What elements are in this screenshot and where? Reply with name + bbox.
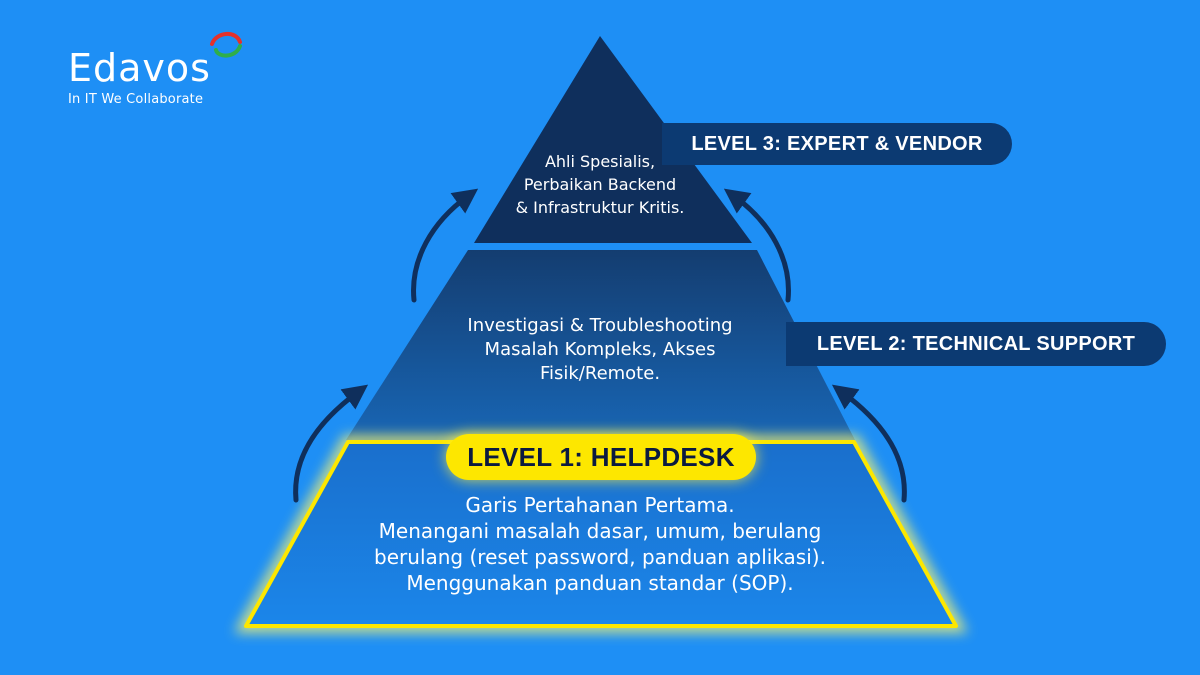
- company-logo: Edavos In IT We Collaborate: [68, 32, 242, 107]
- logo-wordmark: Edavos: [68, 46, 211, 90]
- description-line: Perbaikan Backend: [523, 175, 677, 194]
- logo-tagline: In IT We Collaborate: [68, 92, 204, 107]
- description-line: Masalah Kompleks, Akses: [484, 339, 716, 360]
- description-line: berulang (reset password, panduan aplika…: [374, 545, 826, 569]
- curved-up-arrow-icon: [723, 188, 791, 303]
- tier-3-description: Ahli Spesialis, Perbaikan Backend & Infr…: [500, 150, 700, 219]
- tier-3-shape: [474, 36, 752, 243]
- level-1-label: LEVEL 1: HELPDESK: [446, 434, 756, 480]
- logo-swoosh-icon: [210, 32, 242, 58]
- description-line: Garis Pertahanan Pertama.: [465, 493, 735, 517]
- description-line: Fisik/Remote.: [539, 363, 661, 384]
- description-line: Menggunakan panduan standar (SOP).: [406, 571, 794, 595]
- tier-1-description: Garis Pertahanan Pertama. Menangani masa…: [330, 492, 870, 596]
- curved-up-arrow-icon: [411, 188, 479, 303]
- curved-up-arrow-icon: [831, 384, 907, 503]
- description-line: Ahli Spesialis,: [544, 152, 656, 171]
- level-2-label: LEVEL 2: TECHNICAL SUPPORT: [786, 322, 1166, 366]
- tier-2-shape: [346, 250, 855, 440]
- description-line: Investigasi & Troubleshooting: [467, 315, 733, 336]
- description-line: Menangani masalah dasar, umum, berulang: [378, 519, 822, 543]
- description-line: & Infrastruktur Kritis.: [515, 198, 685, 217]
- level-3-label: LEVEL 3: EXPERT & VENDOR: [662, 123, 1012, 165]
- tier-2-description: Investigasi & Troubleshooting Masalah Ko…: [420, 314, 780, 386]
- curved-up-arrow-icon: [293, 384, 369, 503]
